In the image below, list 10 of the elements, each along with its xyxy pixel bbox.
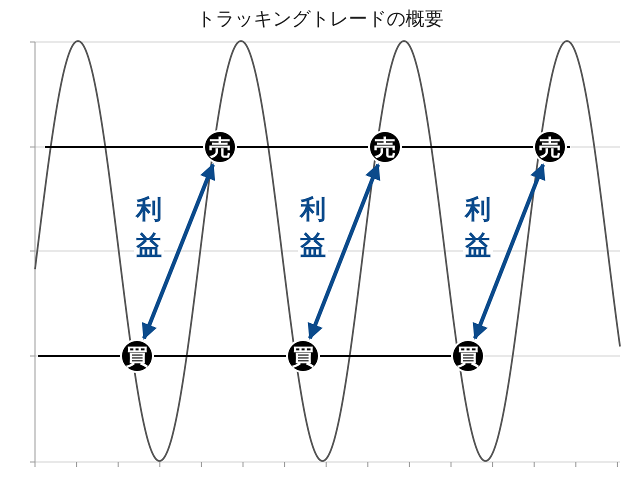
double-arrow bbox=[142, 163, 216, 340]
circle-marker: 買 bbox=[451, 339, 485, 373]
chart-title: トラッキングトレードの概要 bbox=[196, 7, 444, 32]
circle-marker: 売 bbox=[368, 130, 402, 164]
circle-marker: 売 bbox=[533, 130, 567, 164]
double-arrow bbox=[472, 163, 546, 340]
double-arrow bbox=[308, 163, 380, 340]
circle-marker: 買 bbox=[286, 339, 320, 373]
circle-marker: 売 bbox=[203, 130, 237, 164]
circle-marker: 買 bbox=[120, 339, 154, 373]
